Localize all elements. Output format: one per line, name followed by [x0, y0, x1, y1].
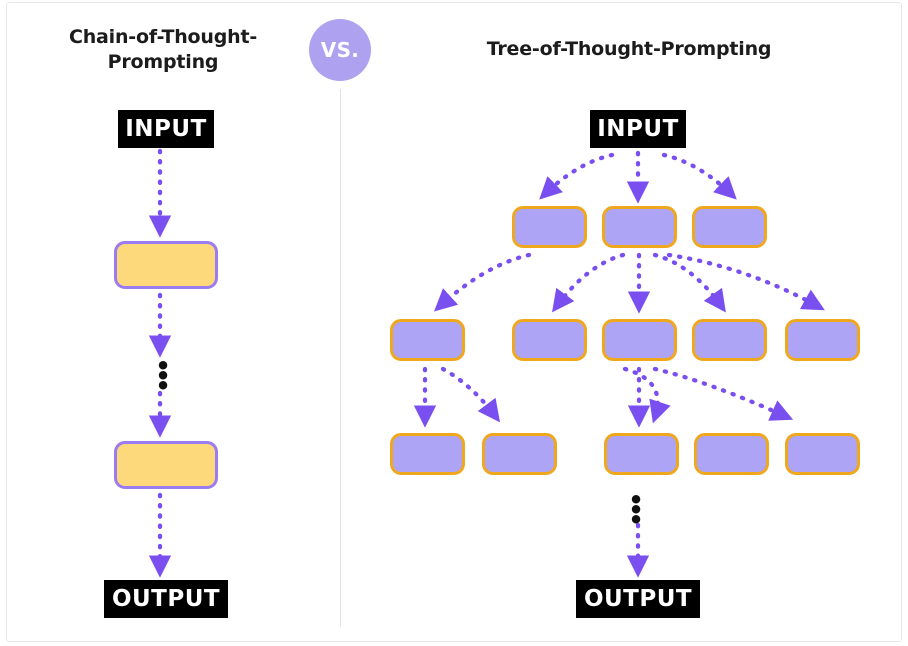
edge-tot-input-r1n3 [661, 152, 737, 200]
vs-badge-label: VS. [320, 38, 360, 62]
tot-r1-n3 [692, 206, 767, 248]
tot-r1-n1 [512, 206, 587, 248]
panel-divider [340, 89, 341, 627]
tot-ellipsis: • • • [628, 486, 648, 534]
edge-tot-r1n2-r2n2 [552, 252, 626, 313]
tot-r2-n1 [390, 319, 465, 361]
tot-r2-n3 [602, 319, 677, 361]
edge-tot-r2n3-r3n5 [652, 366, 794, 421]
tot-r1-n2 [602, 206, 677, 248]
tot-r2-n4 [692, 319, 767, 361]
tot-r3-n2 [482, 433, 557, 475]
tot-output-label: OUTPUT [583, 586, 693, 612]
tot-r2-n5 [785, 319, 860, 361]
tot-input-chip: INPUT [590, 110, 686, 148]
left-panel-title-line1: Chain-of-Thought- [68, 26, 258, 48]
left-panel-title-line2: Prompting [107, 51, 219, 73]
tot-r2-n2 [512, 319, 587, 361]
edge-tot-r1n1-r2n1 [434, 252, 532, 312]
cot-input-chip: INPUT [118, 110, 214, 148]
edge-tot-r1n2-r2n5 [666, 252, 825, 311]
left-panel-title: Chain-of-Thought- Prompting [29, 25, 297, 75]
cot-step-n [114, 441, 218, 489]
edge-tot-r2n1-r3n2 [440, 366, 501, 423]
tot-r3-n3 [604, 433, 679, 475]
tot-r3-n1 [390, 433, 465, 475]
edge-tot-input-r1n1 [539, 152, 615, 200]
cot-input-label: INPUT [125, 116, 207, 142]
cot-step-1 [114, 241, 218, 289]
cot-output-chip: OUTPUT [104, 580, 228, 618]
edge-tot-r2n3-r3n3 [622, 366, 671, 424]
edge-tot-r1n2-r2n4 [652, 252, 726, 313]
diagram-card: Chain-of-Thought- Prompting VS. Tree-of-… [6, 2, 902, 642]
cot-ellipsis: • • • [155, 352, 175, 400]
cot-output-label: OUTPUT [111, 586, 221, 612]
tot-output-chip: OUTPUT [576, 580, 700, 618]
vs-badge: VS. [309, 19, 371, 81]
tot-r3-n5 [785, 433, 860, 475]
tot-input-label: INPUT [597, 116, 679, 142]
tot-r3-n4 [694, 433, 769, 475]
right-panel-title: Tree-of-Thought-Prompting [486, 38, 772, 60]
